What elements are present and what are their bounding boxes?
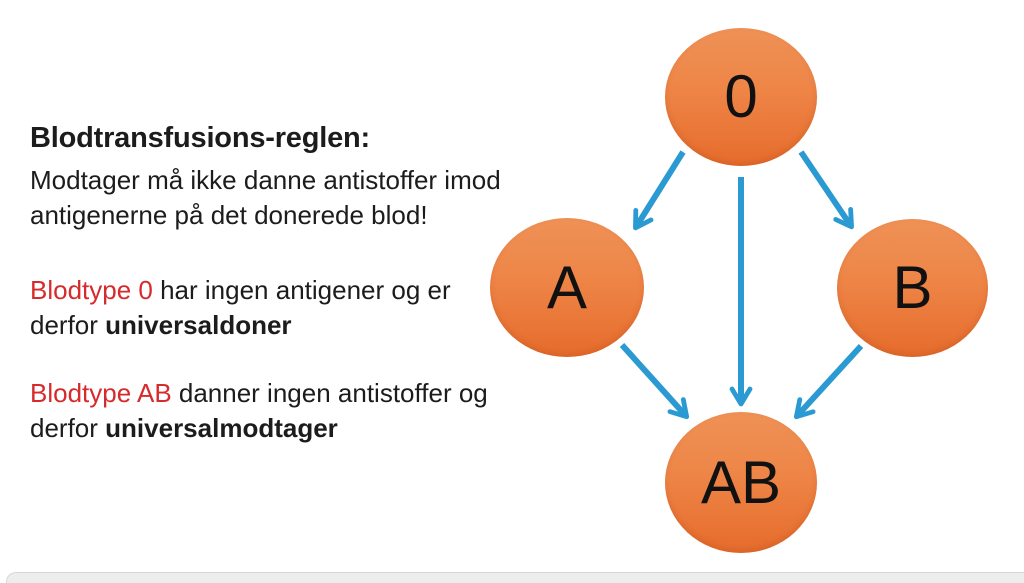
rule-donor-line2-start: derfor [30, 310, 106, 340]
blood-type-node-a-label: A [546, 253, 588, 321]
blood-type-node-0-label: 0 [724, 63, 758, 130]
rule-donor-line-2: derfor universaldoner [30, 308, 570, 343]
rule-donor-bold-term: universaldoner [105, 310, 292, 340]
arrow-b-to-ab [793, 343, 864, 420]
arrow-a-to-ab [619, 342, 690, 420]
rule-donor-line-1: Blodtype 0 har ingen antigener og er [30, 273, 570, 308]
rule-recipient-line2-start: derfor [30, 413, 106, 443]
rule-donor-rest: har ingen antigener og er [152, 275, 451, 305]
page-title: Blodtransfusions-reglen: [30, 122, 370, 154]
blood-type-node-a: A [490, 218, 644, 357]
rule-recipient-line-2: derfor universalmodtager [30, 411, 570, 446]
intro-line-2: antigenerne på det donerede blod! [30, 200, 428, 230]
bottom-page-strip [6, 572, 1024, 583]
arrow-0-to-b [798, 150, 854, 230]
rule-recipient-line-1: Blodtype AB danner ingen antistoffer og [30, 376, 570, 411]
intro-line-1: Modtager må ikke danne antistoffer imod [30, 165, 501, 195]
blood-type-node-ab-label: AB [700, 448, 782, 516]
blood-type-node-0: 0 [665, 28, 817, 166]
rule-recipient-bold-term: universalmodtager [105, 413, 338, 443]
rule-universal-recipient: Blodtype AB danner ingen antistoffer og … [30, 376, 570, 446]
blood-type-node-b: B [837, 219, 988, 357]
arrow-0-to-a [633, 150, 686, 231]
intro-paragraph: Modtager må ikke danne antistoffer imod … [30, 163, 570, 233]
text-panel: Blodtransfusions-reglen: Modtager må ikk… [30, 120, 570, 446]
rule-donor-highlight: Blodtype 0 [30, 275, 153, 305]
rule-recipient-rest: danner ingen antistoffer og [171, 378, 488, 408]
blood-type-node-b-label: B [892, 254, 933, 321]
blood-type-node-ab: AB [665, 412, 817, 553]
rule-universal-donor: Blodtype 0 har ingen antigener og er der… [30, 273, 570, 343]
rule-recipient-highlight: Blodtype AB [30, 378, 172, 408]
